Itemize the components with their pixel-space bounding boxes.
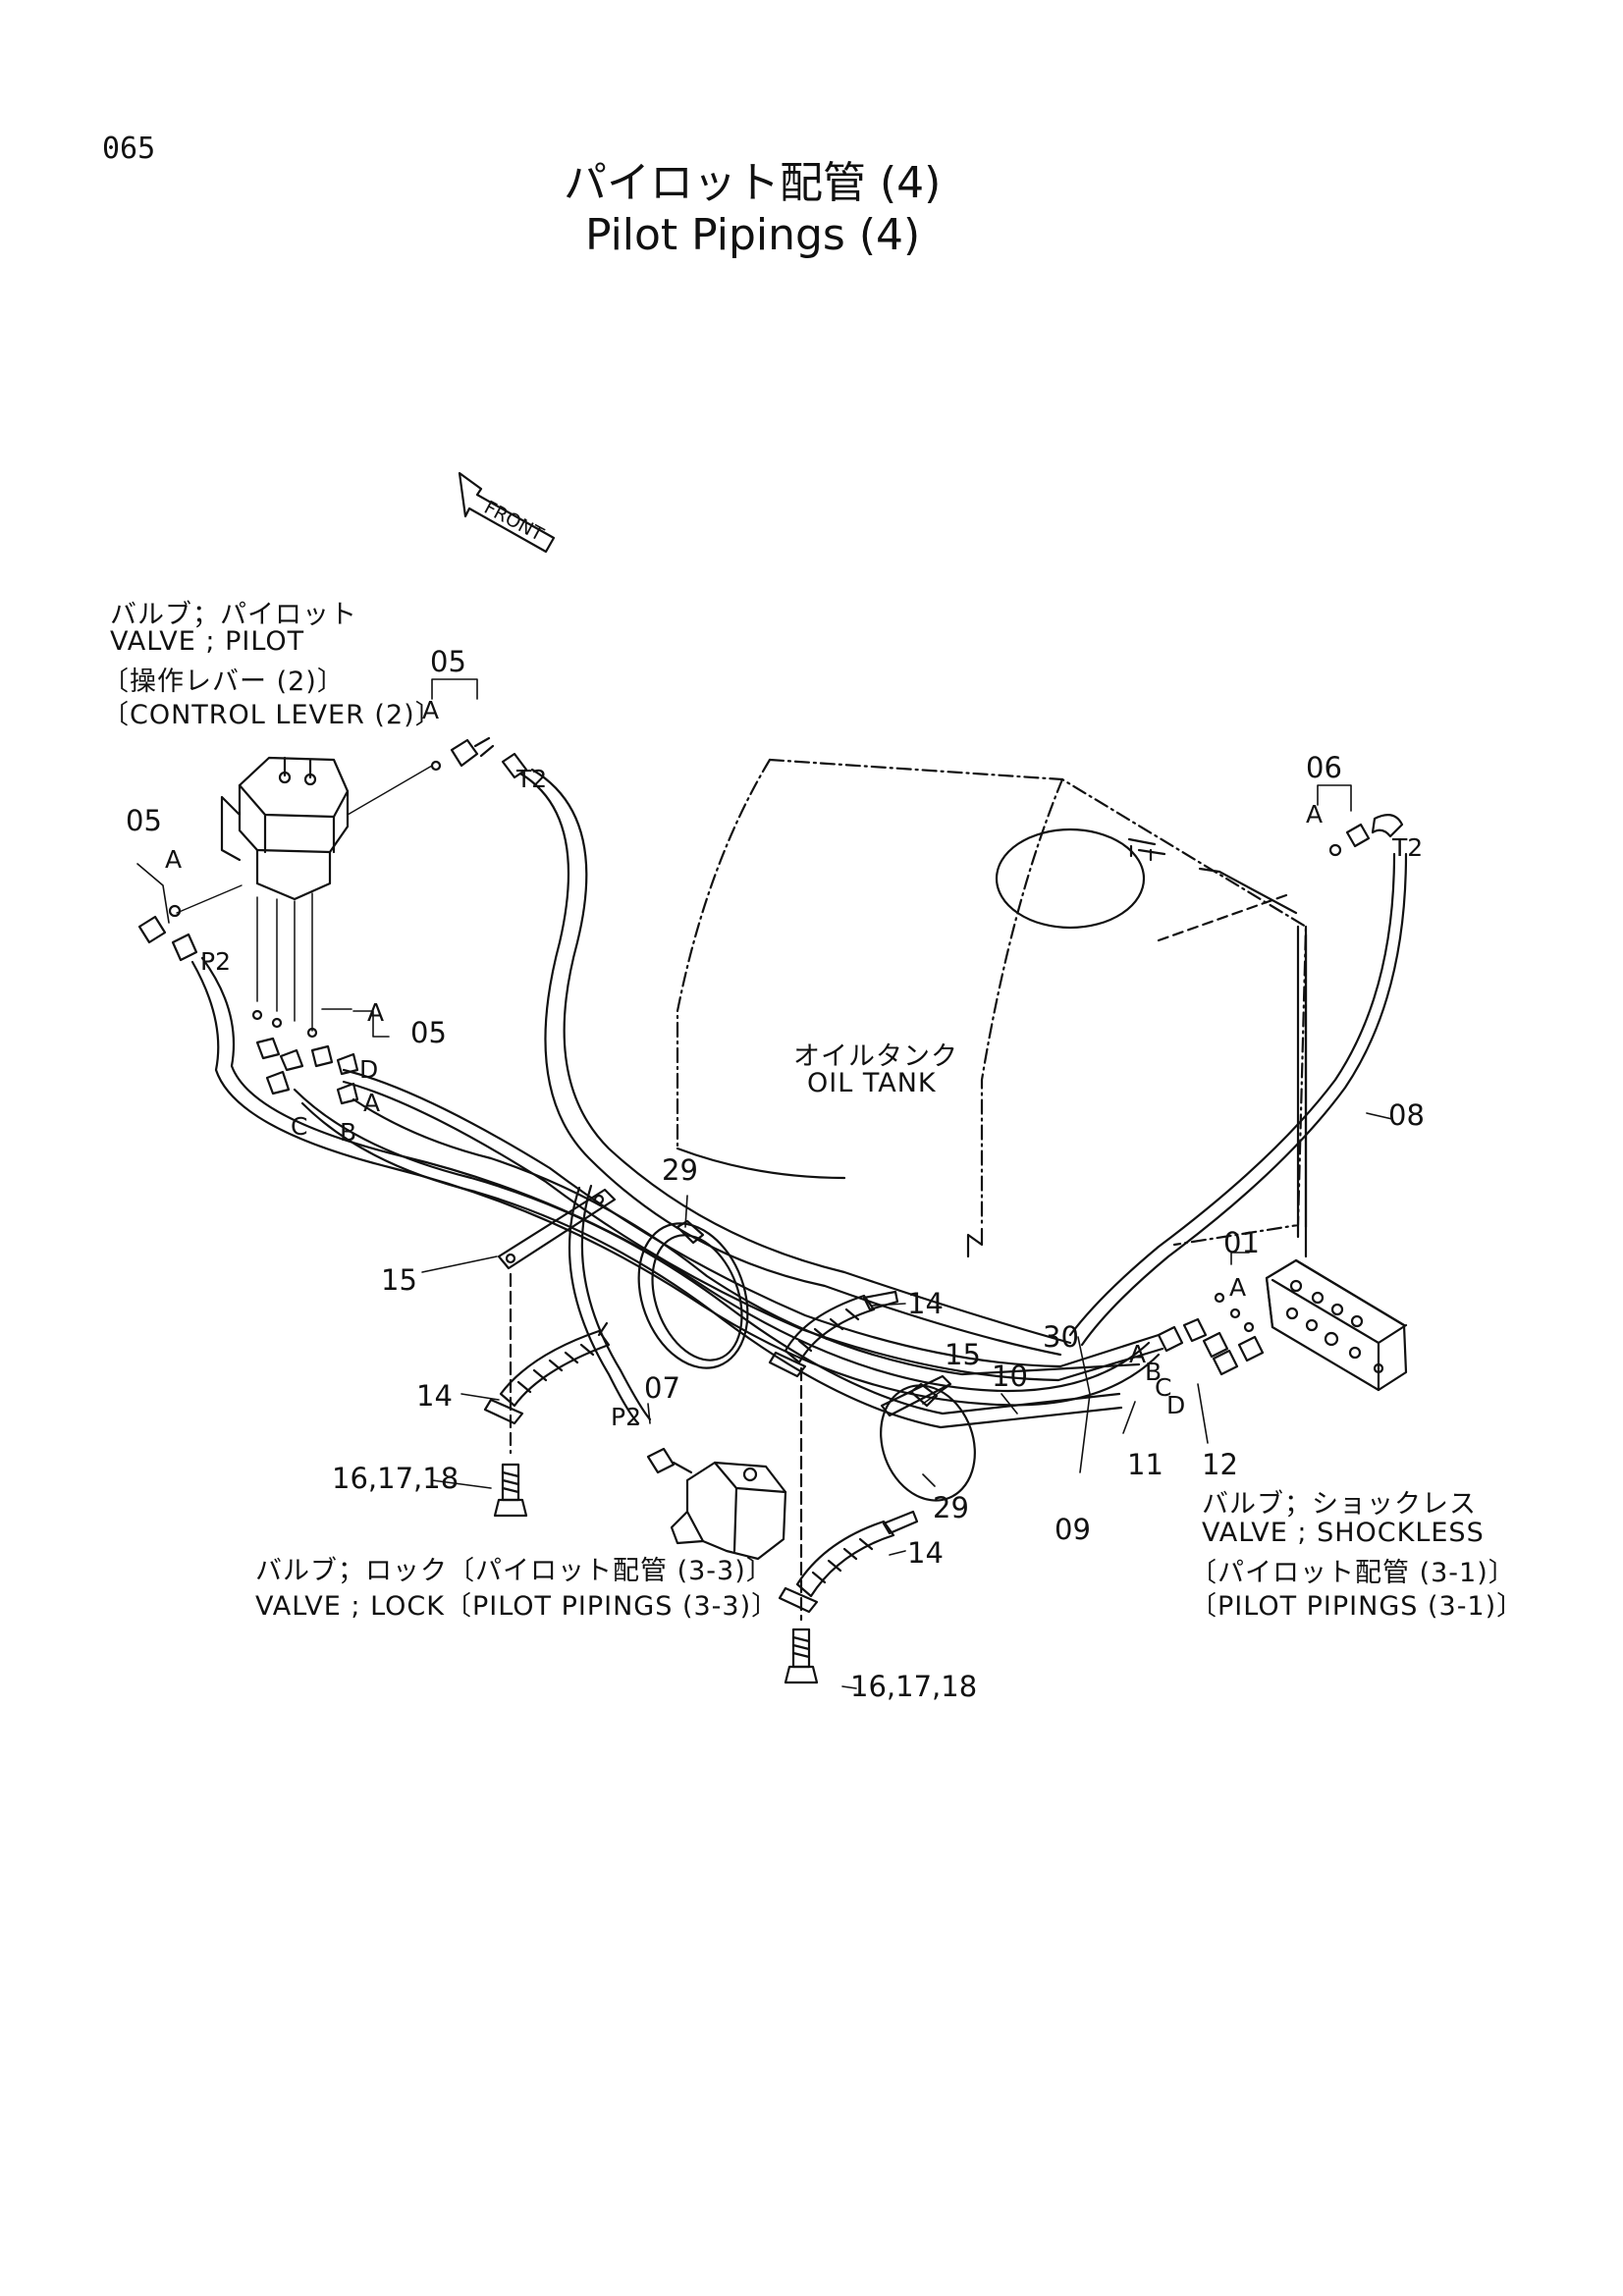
page-number: 065 — [102, 132, 156, 166]
pilot-valve-ref-en: 〔CONTROL LEVER (2)〕 — [102, 700, 443, 730]
callout-14-bottom: 14 — [907, 1536, 944, 1570]
pilot-valve-block — [176, 756, 433, 1032]
callout-16-17-18-left: 16,17,18 — [332, 1462, 459, 1495]
callout-29-top: 29 — [662, 1153, 698, 1187]
callout-14-top: 14 — [907, 1287, 944, 1320]
port-label-a-right: A — [1306, 800, 1323, 828]
port-label-a-left: A — [165, 845, 182, 874]
pilot-valve-ref-jp: 〔操作レバー (2)〕 — [102, 667, 345, 697]
lock-valve-label-line2: VALVE ; LOCK〔PILOT PIPINGS (3-3)〕 — [255, 1591, 780, 1622]
callout-30: 30 — [1043, 1320, 1079, 1354]
callout-14-left: 14 — [416, 1379, 453, 1413]
oil-tank-label-en: OIL TANK — [807, 1068, 937, 1098]
callout-15-right: 15 — [945, 1338, 981, 1371]
port-label-t2-right: T2 — [1391, 833, 1423, 862]
port-label-a-shockless: A — [1229, 1273, 1246, 1302]
callout-12: 12 — [1202, 1448, 1238, 1481]
port-label-c-shockless: C — [1155, 1373, 1171, 1402]
callout-29-bottom: 29 — [933, 1491, 969, 1524]
pilot-valve-label-en: VALVE ; PILOT — [110, 626, 305, 657]
page-title-jp: パイロット配管 (4) — [564, 158, 942, 208]
oil-tank-label-jp: オイルタンク — [793, 1041, 958, 1072]
clamp-14-left — [483, 1321, 611, 1425]
callout-10: 10 — [992, 1360, 1028, 1393]
callout-07: 07 — [644, 1371, 680, 1405]
shockless-valve-ref-jp: 〔パイロット配管 (3-1)〕 — [1190, 1558, 1516, 1588]
callout-06: 06 — [1306, 751, 1342, 784]
lock-valve — [646, 1447, 787, 1561]
port-label-a-shockless-2: A — [1129, 1340, 1146, 1368]
lock-valve-label-line1: バルブ；ロック〔パイロット配管 (3-3)〕 — [255, 1556, 774, 1586]
port-label-p2-left: P2 — [200, 947, 231, 976]
hose-bundle — [190, 768, 1164, 1429]
oil-tank — [676, 758, 1308, 1258]
port-label-t2-left: T2 — [515, 765, 547, 793]
callout-15-left: 15 — [381, 1263, 417, 1297]
pilot-valve-label-jp: バルブ；パイロット — [110, 600, 357, 630]
port-label-d-shockless: D — [1166, 1391, 1185, 1419]
port-label-a-mid: A — [367, 998, 384, 1027]
front-arrow-icon: FRONT — [458, 471, 556, 554]
clamp-14-top — [768, 1290, 899, 1378]
callout-16-17-18-bottom: 16,17,18 — [850, 1670, 977, 1703]
callout-05-top: 05 — [430, 645, 466, 678]
shockless-valve-label-en: VALVE ; SHOCKLESS — [1202, 1518, 1485, 1548]
callout-08: 08 — [1388, 1098, 1425, 1132]
callout-01: 01 — [1223, 1226, 1260, 1259]
port-label-a-lower: A — [363, 1089, 380, 1117]
port-label-b-pilot: B — [340, 1118, 356, 1147]
port-label-b-shockless: B — [1145, 1358, 1162, 1386]
port-label-c-pilot: C — [291, 1112, 307, 1141]
port-label-d-pilot: D — [359, 1055, 378, 1084]
callout-05-left: 05 — [126, 804, 162, 837]
callout-09: 09 — [1055, 1513, 1091, 1546]
page-title-en: Pilot Pipings (4) — [585, 210, 921, 260]
port-label-p2-lock: P2 — [611, 1403, 641, 1431]
shockless-valve-label-jp: バルブ；ショックレス — [1202, 1489, 1477, 1520]
bolt-left — [493, 1272, 528, 1518]
port-label-a-top: A — [422, 696, 439, 724]
shockless-valve-block — [1265, 1258, 1408, 1392]
clamp-14-bottom — [778, 1510, 919, 1614]
shockless-valve-ref-en: 〔PILOT PIPINGS (3-1)〕 — [1190, 1591, 1525, 1622]
callout-11: 11 — [1127, 1448, 1163, 1481]
bolt-bottom — [784, 1366, 819, 1684]
callout-05-mid: 05 — [410, 1016, 447, 1049]
